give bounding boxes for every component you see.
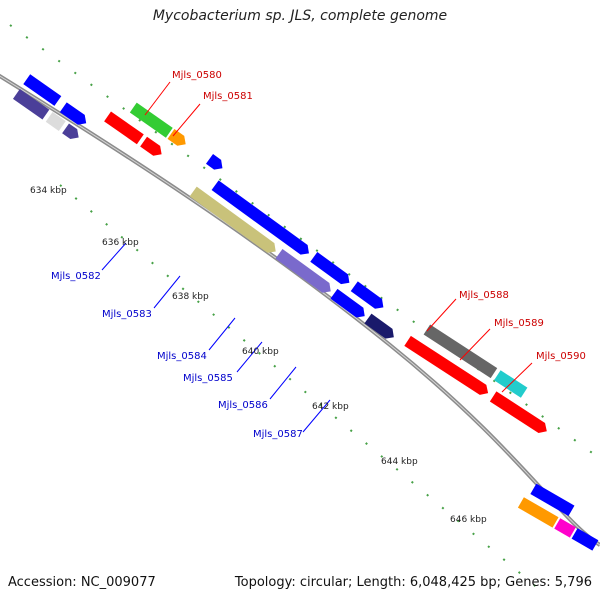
gene-left-blue-1 (23, 74, 62, 106)
left-gene-cluster (12, 74, 87, 140)
gene-mid-blue-0 (205, 153, 223, 170)
gene-label-mjls-0589: Mjls_0589 (494, 318, 544, 329)
bottom-gene-cluster (517, 483, 599, 551)
gene-0584 (330, 288, 365, 318)
upper-gene-cluster (104, 102, 186, 156)
backbone-track (0, 73, 600, 547)
gene-label-mjls-0580: Mjls_0580 (172, 70, 222, 81)
gene-label-mjls-0585: Mjls_0585 (183, 373, 233, 384)
gene-bottom-blue-1 (530, 483, 575, 517)
gene-label-mjls-0583: Mjls_0583 (102, 309, 152, 320)
gene-left-gray-1 (45, 111, 66, 131)
gene-left-purple-1 (12, 89, 50, 120)
tick-label-636: 636 kbp (102, 238, 139, 248)
gene-0583 (275, 248, 331, 293)
tick-label-646: 646 kbp (450, 515, 487, 525)
gene-0580 (129, 102, 173, 138)
gene-label-mjls-0588: Mjls_0588 (459, 290, 509, 301)
tick-label-638: 638 kbp (172, 292, 209, 302)
topology-label: Topology: circular; Length: 6,048,425 bp… (234, 575, 592, 590)
tick-label-642: 642 kbp (312, 402, 349, 412)
gene-0582 (189, 186, 276, 253)
gene-0590 (489, 391, 547, 434)
right-gene-cluster (404, 324, 547, 434)
gene-label-mjls-0590: Mjls_0590 (536, 351, 586, 362)
gene-upper-red-1 (104, 111, 144, 145)
gene-label-mjls-0581: Mjls_0581 (203, 91, 253, 102)
gene-upper-red-2 (140, 136, 162, 156)
gene-left-blue-2 (59, 102, 87, 125)
gene-0585 (364, 313, 394, 339)
gene-label-mjls-0587: Mjls_0587 (253, 429, 303, 440)
gene-mid-blue-2 (310, 252, 350, 285)
gene-0588 (423, 324, 498, 379)
gene-mid-blue-3 (350, 281, 384, 309)
gene-bottom-blue-2 (571, 528, 599, 551)
gene-bottom-magenta-1 (554, 518, 576, 538)
middle-gene-cluster (189, 153, 394, 339)
figure-title: Mycobacterium sp. JLS, complete genome (152, 8, 448, 24)
tick-label-644: 644 kbp (381, 457, 418, 467)
gene-mid-blue-1 (211, 180, 309, 255)
gene-right-red-1 (404, 335, 489, 395)
gene-bottom-orange-1 (517, 497, 559, 528)
accession-label: Accession: NC_009077 (8, 575, 156, 590)
gene-label-mjls-0584: Mjls_0584 (157, 351, 207, 362)
gene-label-mjls-0586: Mjls_0586 (218, 400, 268, 411)
tick-label-640: 640 kbp (242, 347, 279, 357)
backbone-highlight (0, 75, 600, 546)
gene-label-mjls-0582: Mjls_0582 (51, 271, 101, 282)
gene-left-purple-2 (62, 123, 79, 140)
tick-label-634: 634 kbp (30, 186, 67, 196)
gene-0581 (167, 129, 186, 146)
